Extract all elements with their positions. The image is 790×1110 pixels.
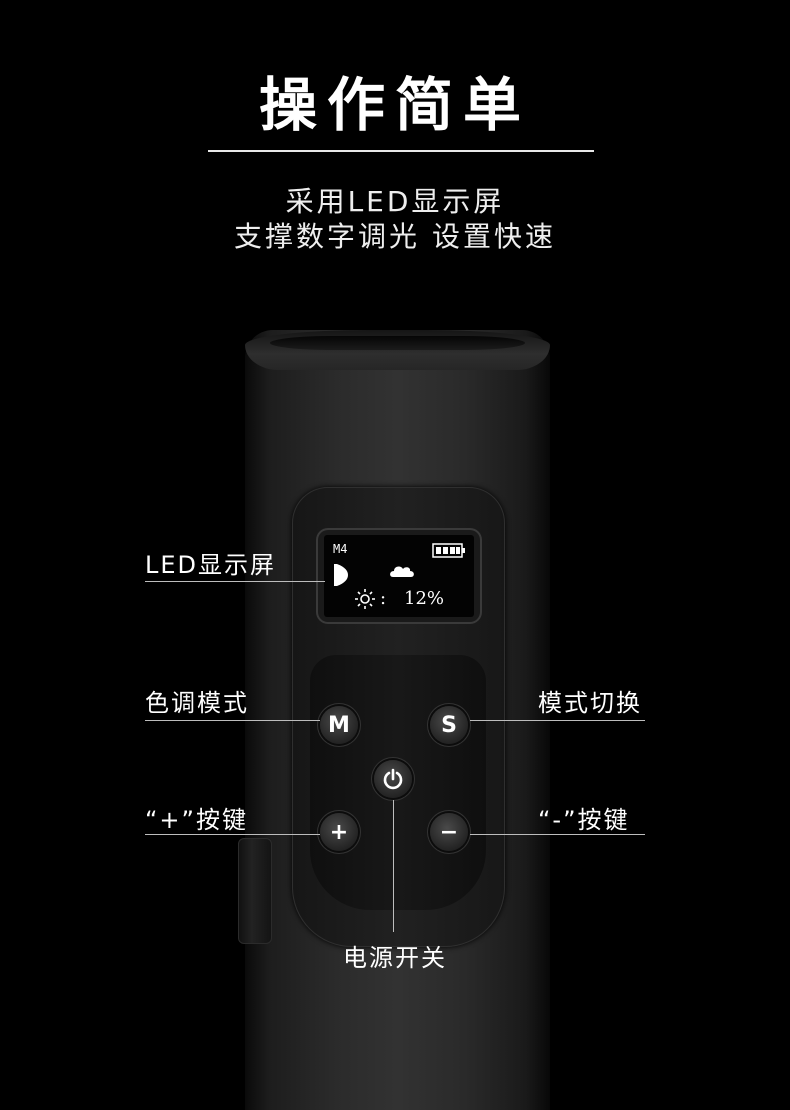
device-top-opening [270,336,525,350]
label-power-switch: 电源开关 [343,944,447,972]
callout-line-power [393,800,394,932]
callout-line-mode [470,720,645,721]
callout-line-plus [145,834,320,835]
minus-button[interactable]: − [430,813,468,851]
subtitle-line-1: 采用LED显示屏 [285,185,505,218]
play-triangle-icon [334,564,348,586]
page-title: 操作简单 [258,71,531,139]
label-led-display: LED显示屏 [145,551,277,579]
power-icon [383,768,403,790]
screen-colon: : [380,588,387,609]
label-tone-mode: 色调模式 [145,689,249,717]
battery-icon [432,543,465,558]
power-button[interactable] [374,760,412,798]
callout-line-minus [470,834,645,835]
label-minus-key: “-”按键 [538,806,630,834]
m-button[interactable]: M [320,706,358,744]
cloud-icon [390,566,414,577]
callout-line-led [145,581,325,582]
plus-button[interactable]: + [320,813,358,851]
screen-mode-text: M4 [333,542,348,556]
label-plus-key: “+”按键 [145,806,248,834]
s-button[interactable]: S [430,706,468,744]
callout-line-tone [145,720,320,721]
sun-icon [355,589,375,609]
screen-brightness-value: 12% [404,588,445,609]
device-side-clip [238,838,272,944]
title-divider [208,150,594,152]
subtitle-line-2: 支撑数字调光 设置快速 [234,220,556,253]
label-mode-switch: 模式切换 [538,689,642,717]
